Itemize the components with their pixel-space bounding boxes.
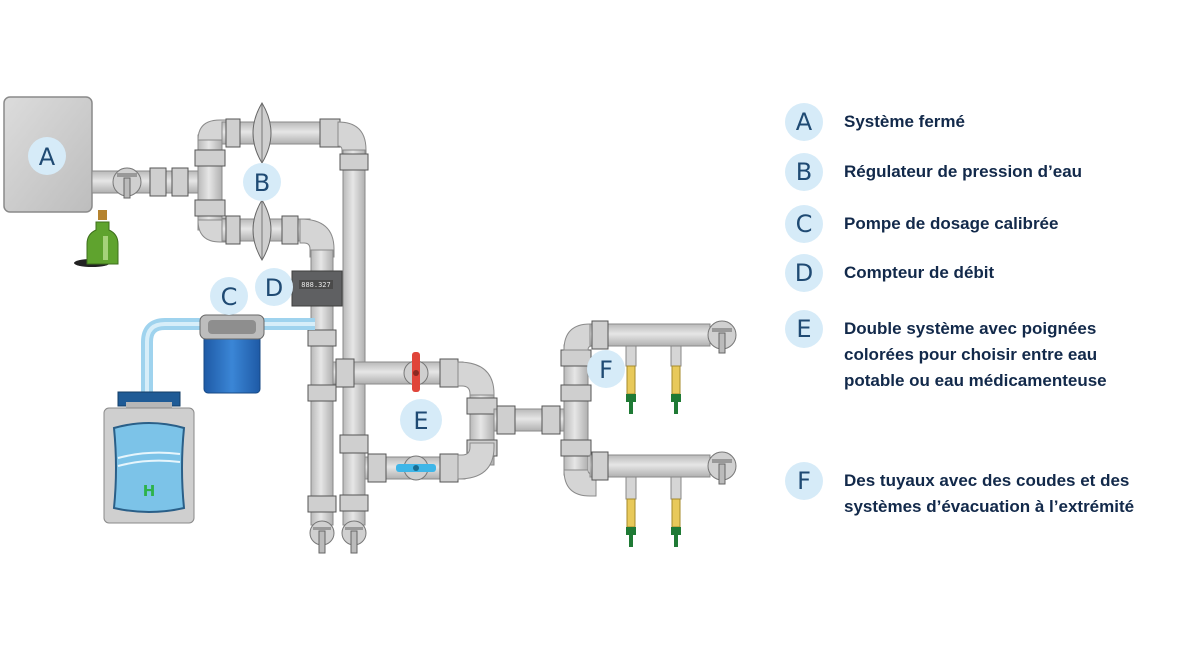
inlet-pipe	[91, 167, 205, 197]
flow-meter-icon: 888.327	[291, 270, 343, 307]
blue-valve-handle-icon[interactable]	[396, 455, 436, 481]
sample-bottle-icon	[74, 210, 119, 267]
connector-pipe	[493, 405, 571, 435]
meter-counter-display: 888.327	[301, 281, 331, 289]
svg-text:A: A	[39, 143, 56, 171]
drain-tap-left-icon	[309, 520, 335, 554]
medication-tank-icon: H	[103, 391, 195, 524]
sample-tap-icon	[112, 167, 142, 199]
dosing-pump-icon	[199, 314, 265, 394]
manifold-end-tap-upper-icon	[707, 320, 737, 354]
badge-f: F	[587, 350, 625, 388]
badge-a: A	[28, 137, 66, 175]
nozzle-lower-2	[670, 476, 682, 547]
nozzle-upper-1	[625, 345, 637, 414]
badge-c: C	[210, 277, 248, 315]
manifold-pipes	[560, 320, 711, 497]
legend-item-e: E Double système avec poignées colorées …	[785, 310, 1134, 394]
legend-item-f: F Des tuyaux avec des coudes et des syst…	[785, 462, 1174, 520]
legend-label-e: Double système avec poignées colorées po…	[844, 319, 1107, 390]
legend-badge-d: D	[785, 254, 823, 292]
legend-label-d: Compteur de débit	[844, 263, 995, 282]
svg-text:E: E	[413, 407, 428, 435]
main-vertical-pipe	[339, 149, 369, 526]
legend-item-a: A Système fermé	[785, 103, 1174, 141]
nozzle-upper-2	[670, 345, 682, 414]
pressure-regulator-lower-icon	[252, 199, 272, 261]
legend-label-f: Des tuyaux avec des coudes et des systèm…	[844, 471, 1135, 516]
plumbing-diagram: 888.327 H	[3, 96, 737, 554]
dosing-tube	[141, 318, 315, 392]
legend-item-c: C Pompe de dosage calibrée	[785, 205, 1174, 243]
drain-tap-right-icon	[341, 520, 367, 554]
legend-badge-f: F	[785, 462, 823, 500]
legend-label-c: Pompe de dosage calibrée	[844, 214, 1059, 233]
legend-badge-a: A	[785, 103, 823, 141]
svg-text:F: F	[599, 356, 613, 384]
nozzle-lower-1	[625, 476, 637, 547]
tank-label-h: H	[143, 482, 156, 500]
badge-e: E	[400, 399, 442, 441]
svg-text:C: C	[221, 283, 238, 311]
red-valve-handle-icon[interactable]	[403, 352, 429, 392]
legend-label-a: Système fermé	[844, 112, 965, 131]
svg-text:D: D	[265, 274, 283, 302]
svg-text:B: B	[254, 169, 270, 197]
manifold-end-tap-lower-icon	[707, 451, 737, 485]
legend-badge-e: E	[785, 310, 823, 348]
legend-badge-b: B	[785, 153, 823, 191]
badge-b: B	[243, 163, 281, 201]
pressure-regulator-upper-icon	[252, 102, 272, 164]
dual-valve-loop	[332, 358, 498, 483]
legend-item-b: B Régulateur de pression d’eau	[785, 153, 1174, 191]
upper-bypass-pipe	[221, 118, 367, 157]
badge-d: D	[255, 268, 293, 306]
legend-badge-c: C	[785, 205, 823, 243]
legend-item-d: D Compteur de débit	[785, 254, 1174, 292]
drinker-nozzles	[625, 345, 682, 547]
legend-label-b: Régulateur de pression d’eau	[844, 162, 1083, 181]
